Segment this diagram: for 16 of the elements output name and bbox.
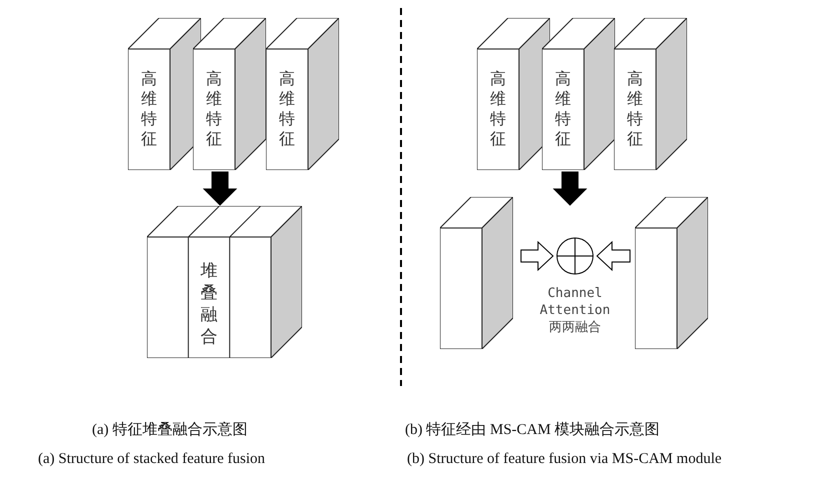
caption: (b) Structure of feature fusion via MS-CAM module — [407, 451, 722, 468]
block-label: 高维特征 — [490, 70, 506, 150]
block-arrow — [202, 172, 238, 206]
block-arrow — [520, 240, 554, 272]
caption: (b) 特征经由 MS-CAM 模块融合示意图 — [405, 420, 660, 439]
block-label: 堆叠融合 — [199, 260, 218, 348]
block-arrow — [552, 172, 588, 206]
caption: (a) 特征堆叠融合示意图 — [92, 420, 248, 439]
block-arrow — [596, 240, 630, 272]
block-label: 高维特征 — [206, 70, 222, 150]
block-label: 高维特征 — [278, 70, 296, 150]
block-label: 高维特征 — [554, 70, 572, 150]
caption: (a) Structure of stacked feature fusion — [38, 451, 265, 468]
node-caption: Channel Attention 两两融合 — [538, 285, 612, 336]
block-label: 高维特征 — [140, 70, 158, 150]
block-label: 高维特征 — [626, 70, 644, 150]
